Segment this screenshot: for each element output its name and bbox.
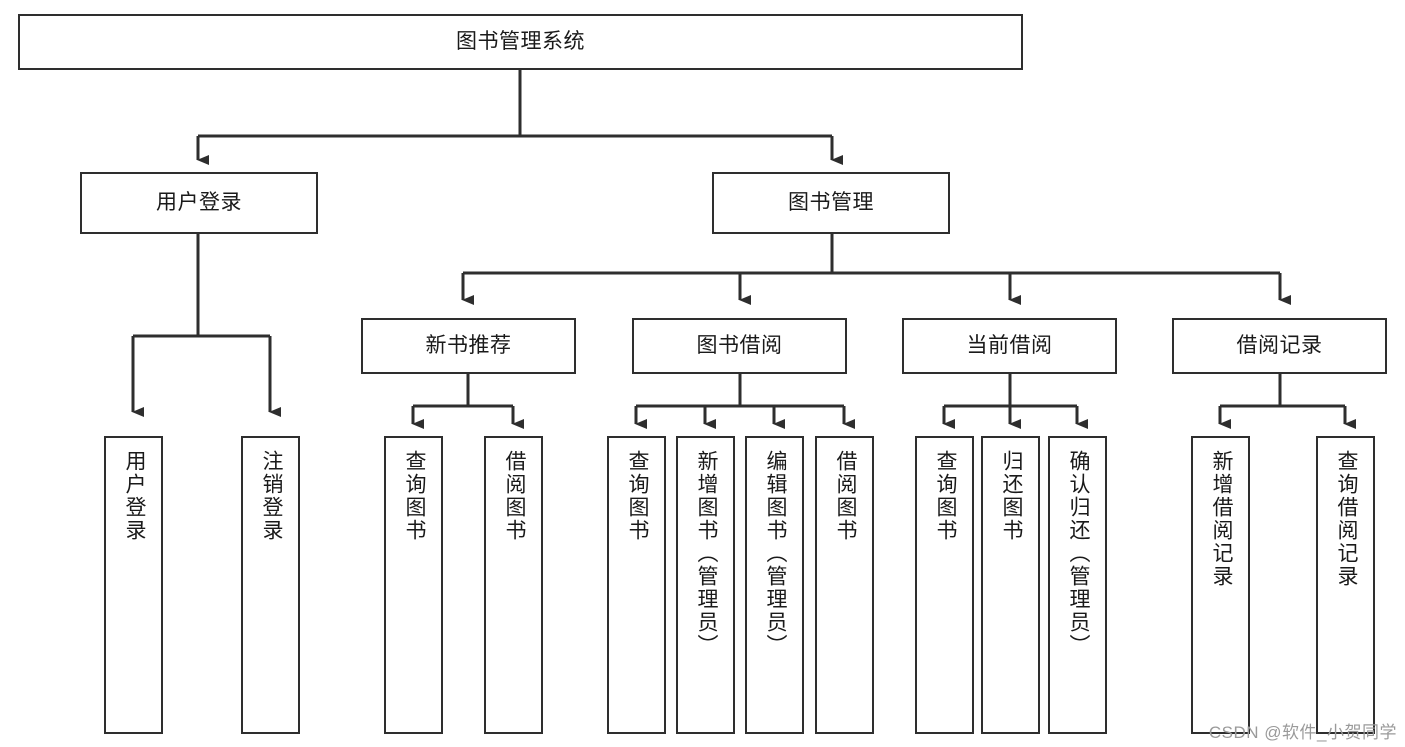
node-book-manage[interactable]: 图书管理 xyxy=(712,172,950,234)
node-user-login-label: 用户登录 xyxy=(156,191,242,215)
node-root-label: 图书管理系统 xyxy=(456,30,585,54)
node-new-book-recommend-label: 新书推荐 xyxy=(425,334,512,358)
node-leaf-confirm-return-label: 确认归还（管理员） xyxy=(1066,450,1090,657)
node-leaf-user-login[interactable]: 用户登录 xyxy=(104,436,163,734)
node-leaf-return-book[interactable]: 归还图书 xyxy=(981,436,1040,734)
node-leaf-add-book-label: 新增图书（管理员） xyxy=(694,450,718,657)
node-current-borrow-label: 当前借阅 xyxy=(966,334,1053,358)
node-leaf-query-record[interactable]: 查询借阅记录 xyxy=(1316,436,1375,734)
node-user-login[interactable]: 用户登录 xyxy=(80,172,318,234)
node-leaf-edit-book-label: 编辑图书（管理员） xyxy=(763,450,787,657)
node-leaf-query-book-2[interactable]: 查询图书 xyxy=(607,436,666,734)
node-book-borrow-label: 图书借阅 xyxy=(696,334,783,358)
node-new-book-recommend[interactable]: 新书推荐 xyxy=(361,318,576,374)
node-leaf-add-book[interactable]: 新增图书（管理员） xyxy=(676,436,735,734)
node-leaf-edit-book[interactable]: 编辑图书（管理员） xyxy=(745,436,804,734)
node-leaf-borrow-book-1[interactable]: 借阅图书 xyxy=(484,436,543,734)
node-leaf-query-book-3-label: 查询图书 xyxy=(933,450,957,542)
node-book-borrow[interactable]: 图书借阅 xyxy=(632,318,847,374)
node-leaf-query-book-1-label: 查询图书 xyxy=(402,450,426,542)
node-root[interactable]: 图书管理系统 xyxy=(18,14,1023,70)
node-leaf-borrow-book-2-label: 借阅图书 xyxy=(833,450,857,542)
node-leaf-add-record[interactable]: 新增借阅记录 xyxy=(1191,436,1250,734)
node-leaf-borrow-book-1-label: 借阅图书 xyxy=(502,450,526,542)
watermark: CSDN @软件_小贺同学 xyxy=(1208,723,1397,742)
node-current-borrow[interactable]: 当前借阅 xyxy=(902,318,1117,374)
node-leaf-borrow-book-2[interactable]: 借阅图书 xyxy=(815,436,874,734)
node-leaf-add-record-label: 新增借阅记录 xyxy=(1209,450,1233,588)
node-leaf-confirm-return[interactable]: 确认归还（管理员） xyxy=(1048,436,1107,734)
node-borrow-record[interactable]: 借阅记录 xyxy=(1172,318,1387,374)
node-leaf-query-book-1[interactable]: 查询图书 xyxy=(384,436,443,734)
node-book-manage-label: 图书管理 xyxy=(788,191,874,215)
node-leaf-user-logout-label: 注销登录 xyxy=(259,450,283,542)
node-leaf-query-record-label: 查询借阅记录 xyxy=(1334,450,1358,588)
node-leaf-user-login-label: 用户登录 xyxy=(122,450,146,542)
node-leaf-return-book-label: 归还图书 xyxy=(999,450,1023,542)
node-leaf-query-book-2-label: 查询图书 xyxy=(625,450,649,542)
node-leaf-query-book-3[interactable]: 查询图书 xyxy=(915,436,974,734)
node-leaf-user-logout[interactable]: 注销登录 xyxy=(241,436,300,734)
node-borrow-record-label: 借阅记录 xyxy=(1236,334,1323,358)
